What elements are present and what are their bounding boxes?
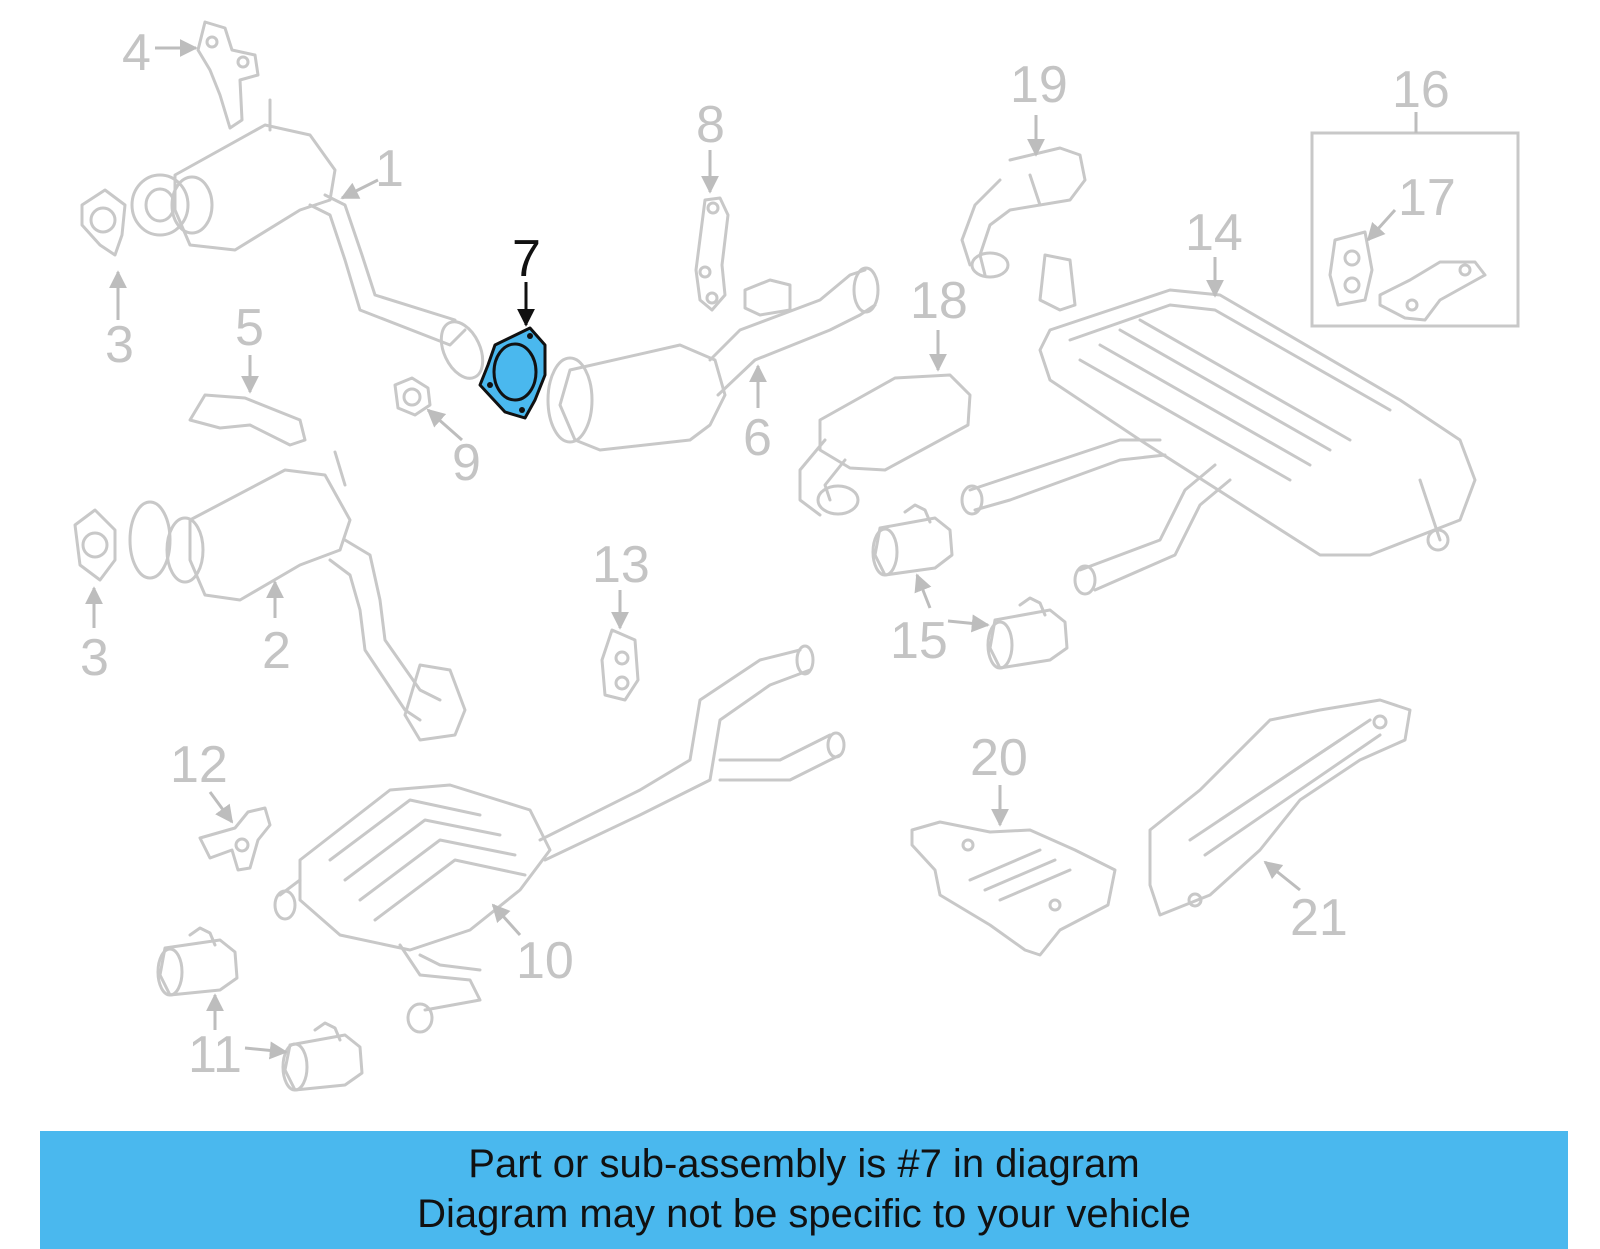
callout-2: 2 — [262, 622, 291, 680]
callout-19: 19 — [1010, 56, 1068, 114]
callout-15: 15 — [890, 612, 948, 670]
part-21-heat-shield — [1148, 698, 1412, 917]
part-16-kit-box — [1310, 112, 1520, 328]
callout-1: 1 — [375, 140, 404, 198]
callout-21: 21 — [1290, 889, 1348, 947]
callout-14: 14 — [1185, 204, 1243, 262]
part-2-catalytic-converter — [128, 450, 467, 742]
callout-13: 13 — [592, 536, 650, 594]
part-11-clamp-lower — [281, 1021, 364, 1092]
callout-7: 7 — [512, 230, 541, 288]
part-4-bracket — [196, 20, 260, 130]
callout-16: 16 — [1392, 61, 1450, 119]
part-17-mount — [1328, 230, 1487, 322]
callout-4: 4 — [122, 24, 151, 82]
part-13-mount — [600, 628, 640, 702]
part-10-center-muffler — [273, 644, 846, 1034]
callout-6: 6 — [743, 409, 772, 467]
part-18-resonator — [798, 373, 972, 517]
part-8-hanger — [694, 196, 730, 312]
callout-8: 8 — [696, 96, 725, 154]
part-1-catalytic-converter — [130, 98, 485, 380]
info-banner: Part or sub-assembly is #7 in diagram Di… — [40, 1131, 1568, 1249]
part-3-gasket-upper — [80, 188, 127, 257]
callout-17: 17 — [1398, 169, 1456, 227]
callout-12: 12 — [170, 736, 228, 794]
callout-9: 9 — [452, 434, 481, 492]
leader-lines — [85, 39, 1397, 1060]
part-20-heat-shield — [910, 820, 1117, 957]
callout-3-upper: 3 — [105, 316, 134, 374]
callout-5: 5 — [235, 299, 264, 357]
part-15-clamp-lower — [986, 596, 1069, 670]
part-11-clamp-upper — [156, 926, 239, 997]
callout-3-lower: 3 — [80, 629, 109, 687]
banner-line-part-info: Part or sub-assembly is #7 in diagram — [468, 1142, 1140, 1186]
callout-11: 11 — [188, 1026, 242, 1084]
part-12-bracket — [198, 806, 272, 872]
callout-labels: 1 2 3 3 4 5 6 7 8 9 10 11 12 13 14 15 16… — [80, 24, 1456, 1084]
part-15-clamp-upper — [871, 503, 954, 577]
part-14-rear-muffler — [960, 253, 1477, 596]
banner-line-disclaimer: Diagram may not be specific to your vehi… — [417, 1192, 1191, 1236]
part-5-bracket — [188, 393, 307, 447]
part-3-gasket-lower — [73, 508, 117, 582]
callout-10: 10 — [516, 932, 574, 990]
callout-18: 18 — [910, 272, 968, 330]
part-7-gasket-highlighted — [478, 326, 547, 420]
part-6-front-pipe — [546, 266, 880, 452]
callout-20: 20 — [970, 729, 1028, 787]
part-9-nut — [393, 376, 432, 417]
part-19-tailpipe — [960, 146, 1087, 279]
